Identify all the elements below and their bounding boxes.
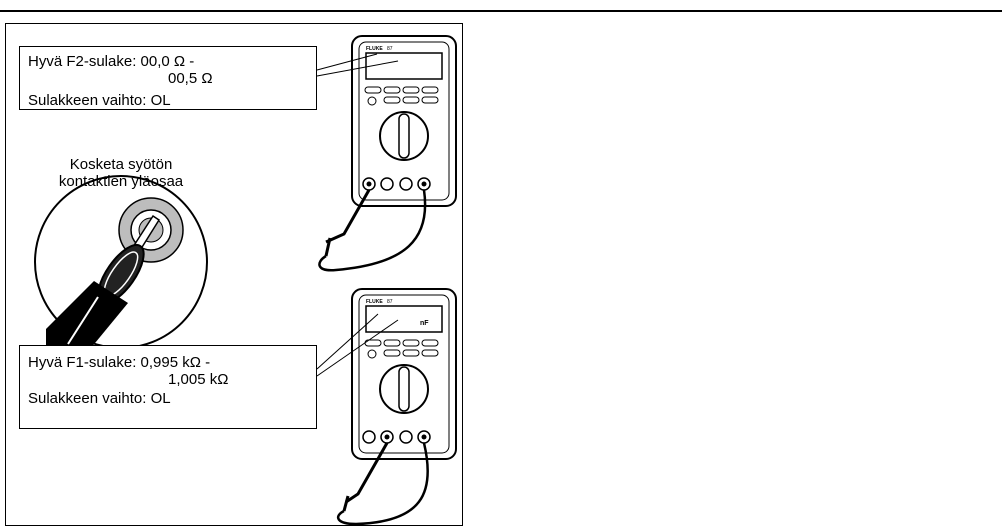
- meter-top-brand: FLUKE: [366, 46, 383, 52]
- callout-f2-fuse: Hyvä F2-sulake: 00,0 Ω - 00,5 Ω Sulakkee…: [19, 46, 317, 110]
- callout-f1-fuse: Hyvä F1-sulake: 0,995 kΩ - 1,005 kΩ Sula…: [19, 345, 317, 429]
- meter-top-buttons: [364, 86, 439, 104]
- zoom-instruction-line2: kontaktien yläosaa: [58, 173, 184, 190]
- meter-top-model: 87: [387, 46, 393, 52]
- zoom-instruction: Kosketa syötön kontaktien yläosaa: [41, 156, 201, 190]
- callout-f2-line2: 00,5 Ω: [168, 70, 213, 87]
- probe-body: [46, 281, 128, 354]
- meter-top-display: [365, 52, 443, 80]
- zoom-detail: [34, 175, 208, 354]
- meter-bottom-display-unit: nF: [420, 320, 429, 327]
- callout-f2-line1: Hyvä F2-sulake: 00,0 Ω -: [28, 53, 195, 70]
- header-rule: [0, 10, 1002, 12]
- zoom-instruction-line1: Kosketa syötön: [69, 156, 173, 173]
- meter-bottom-buttons: [364, 339, 439, 357]
- figure-illustration: FLUKE 87: [34, 35, 457, 526]
- callout-f1-line3: Sulakkeen vaihto: OL: [28, 390, 171, 407]
- callout-f2-line3: Sulakkeen vaihto: OL: [28, 92, 171, 109]
- meter-bottom-brand: FLUKE: [366, 299, 383, 305]
- meter-bottom-display: [365, 305, 443, 333]
- multimeter-top: FLUKE 87: [318, 35, 457, 272]
- meter-bottom-model: 87: [387, 299, 393, 305]
- callout-f1-line1: Hyvä F1-sulake: 0,995 kΩ -: [28, 354, 211, 371]
- callout-f1-line2: 1,005 kΩ: [168, 371, 229, 388]
- leader-lines: [316, 53, 399, 377]
- figure-frame: FLUKE 87: [5, 23, 463, 526]
- multimeter-bottom: FLUKE 87 nF: [336, 288, 457, 526]
